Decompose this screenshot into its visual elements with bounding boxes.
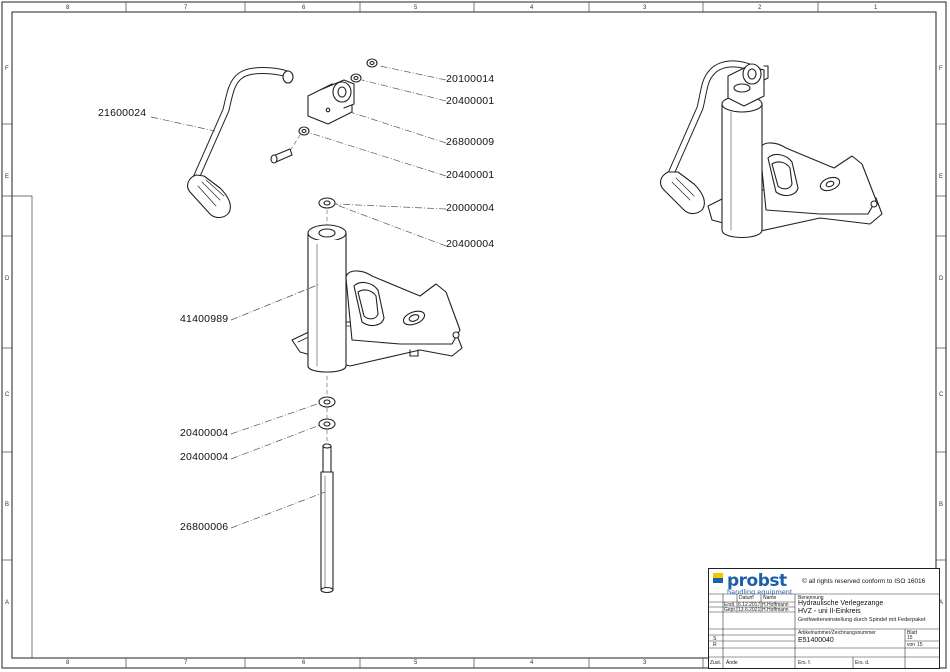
leader-lines [150,65,447,529]
zone-right-D: D [939,276,944,282]
zone-right-B: B [939,502,944,508]
drawing-number: E51400040 [798,637,834,644]
label-washer-mid: 20400001 [446,169,495,181]
assembled-view [659,60,883,239]
label-spindle: 26800006 [180,521,229,533]
bracket-part [307,79,355,125]
of-label: von [907,642,916,648]
housing-part [291,224,463,373]
drawing-title-line2: HVZ - uni II-Einkreis [798,608,861,615]
designation-label: Benennung [798,595,824,601]
sheet-label: Blatt [907,630,918,636]
label-washer-lower-1: 20400004 [180,427,229,439]
nut-part [366,58,378,68]
row-s: S [713,636,717,642]
label-housing: 41400989 [180,313,229,325]
col-name: Name [763,595,777,601]
label-washer-lower-2: 20400004 [180,451,229,463]
fold-mark-left [2,195,33,658]
label-bracket: 26800009 [446,136,495,148]
washer-top-part [350,73,362,83]
zone-right-C: C [939,392,944,398]
zone-top-2: 2 [758,5,762,11]
col-datum: Datum [739,595,754,601]
label-nut: 20100014 [446,73,495,85]
zone-left-A: A [5,600,10,606]
disc-part [318,197,336,209]
zone-left-B: B [5,502,10,508]
zone-right-A: A [939,600,944,606]
label-crank-handle: 21600024 [98,107,147,119]
zone-left-E: E [5,174,10,180]
of-value: 15 [917,642,923,648]
row1-name: H.Hoffmann [762,602,789,608]
zone-left-F: F [5,66,9,72]
ers-durch-label: Ers. d. [855,660,870,666]
zone-left-C: C [5,392,10,398]
exploded-view [187,58,463,594]
ers-fuer-label: Ers. f. [798,660,812,666]
row2-name: H.Hoffmann [762,607,789,613]
zone-top-3: 3 [643,5,647,11]
label-washer-upper: 20400004 [446,238,495,250]
spindle-part [320,443,334,594]
zone-bottom-5: 5 [414,660,418,666]
copyright-notice: © all rights reserved conform to ISO 160… [802,578,926,585]
inner-frame [11,11,937,659]
zone-bottom-3: 3 [643,660,647,666]
logo-mark [713,573,723,583]
washer-lower-2-part [318,418,336,430]
logo-text: probst [727,571,787,591]
aend-label: Ände [726,660,738,666]
label-disc: 20000004 [446,202,495,214]
drawing-number-label: Artikelnummer/Zeichnungsnummer [798,630,876,636]
washer-mid-part [298,126,310,136]
zone-top-4: 4 [530,5,534,11]
row2-label: Gepr. [724,607,737,613]
title-block: probst handling equipment © all rights r… [708,568,940,669]
washer-lower-1-part [318,396,336,408]
zone-right-F: F [939,66,943,72]
sheet-value: 15 [907,635,913,641]
title-block-grid [709,593,939,668]
zone-top-6: 6 [302,5,306,11]
logo-subtitle: handling equipment [727,588,793,596]
row2-date: 13.6.2021 [738,607,761,613]
row1-date: 6.12.2017 [738,602,761,608]
zone-bottom-8: 8 [66,660,70,666]
zust-label: Zust. [710,660,722,666]
zone-top-5: 5 [414,5,418,11]
row1-label: Erstl. [724,602,736,608]
zone-bottom-7: 7 [184,660,188,666]
zone-left-D: D [5,276,10,282]
row-r: R [713,642,717,648]
label-washer-top: 20400001 [446,95,495,107]
bolt-part [270,148,293,164]
zone-bottom-6: 6 [302,660,306,666]
drawing-title-line3: Greifweiteneinstellung durch Spindel mit… [798,617,926,623]
zone-top-8: 8 [66,5,70,11]
zone-bottom-4: 4 [530,660,534,666]
zone-top-7: 7 [184,5,188,11]
zone-top-1: 1 [874,5,878,11]
crank-handle-part [187,67,294,219]
zone-right-E: E [939,174,944,180]
drawing-title-line1: Hydraulische Verlegezange [798,600,884,607]
